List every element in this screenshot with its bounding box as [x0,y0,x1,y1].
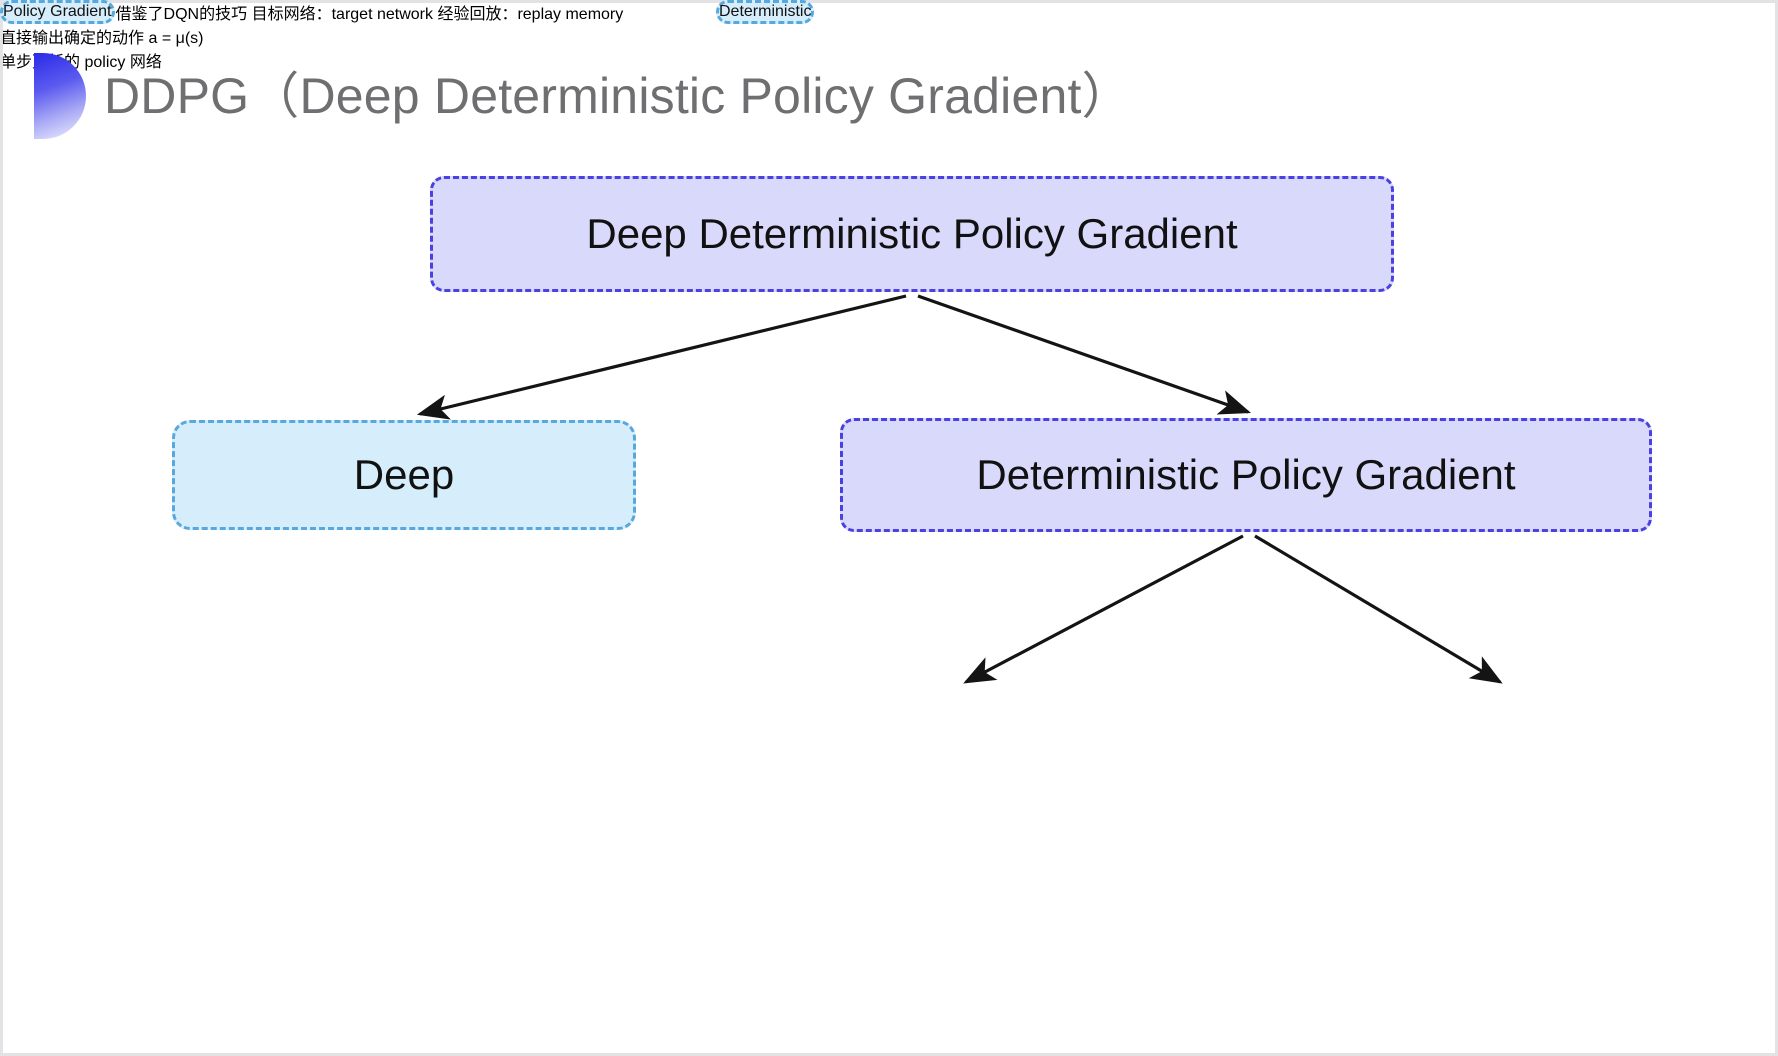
node-label: Deep [353,450,455,498]
edge-dpg-to-det [963,534,1244,684]
node-deterministic[interactable]: Deterministic [716,0,815,25]
caption-deep-line2-label: 目标网络： [251,6,332,23]
node-deep-deterministic-policy-gradient[interactable]: Deep Deterministic Policy Gradient [430,176,1394,292]
gradient-half-circle-icon [34,53,86,139]
caption-policy-gradient-term: policy [84,54,126,71]
caption-deep-line3: 经验回放：replay memory [437,6,623,23]
edge-root-to-dpg [917,294,1252,415]
node-deep[interactable]: Deep [172,420,636,530]
node-deterministic-policy-gradient[interactable]: Deterministic Policy Gradient [840,418,1652,532]
slide-border-top [0,0,1778,3]
node-label: Deterministic Policy Gradient [976,450,1516,498]
page-title: DDPG（Deep Deterministic Policy Gradient） [104,68,1132,124]
caption-policy-gradient-suffix: 网络 [125,54,162,71]
caption-deep-line3-label: 经验回放： [437,6,518,23]
slide-border-left [0,0,3,1056]
caption-deterministic: 直接输出确定的动作 a = μ(s) [0,24,1778,48]
node-label: Policy Gradient [3,3,112,20]
caption-deep-line2: 目标网络：target network [252,6,433,23]
caption-deep-line2-term: target network [331,6,433,23]
caption-policy-gradient-line2: policy 网络 [84,54,161,71]
node-label: Deterministic [719,3,812,20]
node-policy-gradient[interactable]: Policy Gradient [0,0,115,25]
caption-deep: DQN的扩展版，借鉴了DQN的技巧 目标网络：target network 经验… [0,0,1778,24]
caption-deep-line3-term: replay memory [517,6,624,23]
node-label: Deep Deterministic Policy Gradient [586,209,1238,257]
caption-deterministic-formula: a = μ(s) [148,30,204,47]
edge-dpg-to-pg [1254,534,1503,684]
slide-title-row: DDPG（Deep Deterministic Policy Gradient） [0,52,1132,140]
edge-root-to-deep [416,294,907,420]
caption-deterministic-line1: 直接输出确定的动作 [0,30,145,47]
slide-border-right [1775,0,1778,1056]
slide-border-bottom [0,1053,1778,1056]
